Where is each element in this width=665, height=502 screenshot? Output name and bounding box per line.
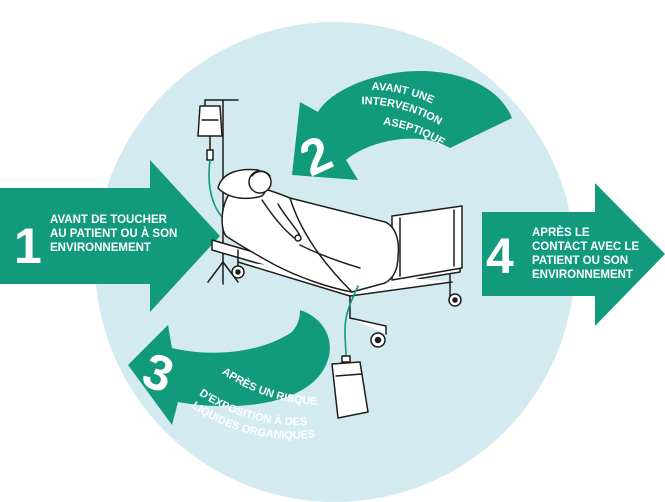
moment-1-label-line-2: AU PATIENT OU À SON — [50, 227, 177, 240]
moment-1-number: 1 — [14, 218, 42, 274]
moment-4-number: 4 — [486, 228, 514, 284]
moment-4-label-line-3: PATIENT OU SON — [532, 255, 628, 267]
moment-1-label-line-3: ENVIRONNEMENT — [50, 242, 151, 254]
moment-4-label-line-4: ENVIRONNEMENT — [532, 269, 633, 281]
moment-4-label-line-2: CONTACT AVEC LE — [532, 241, 639, 253]
moment-4-label-line-1: APRÈS LE — [532, 226, 590, 239]
moment-1-label-line-1: AVANT DE TOUCHER — [50, 214, 168, 226]
